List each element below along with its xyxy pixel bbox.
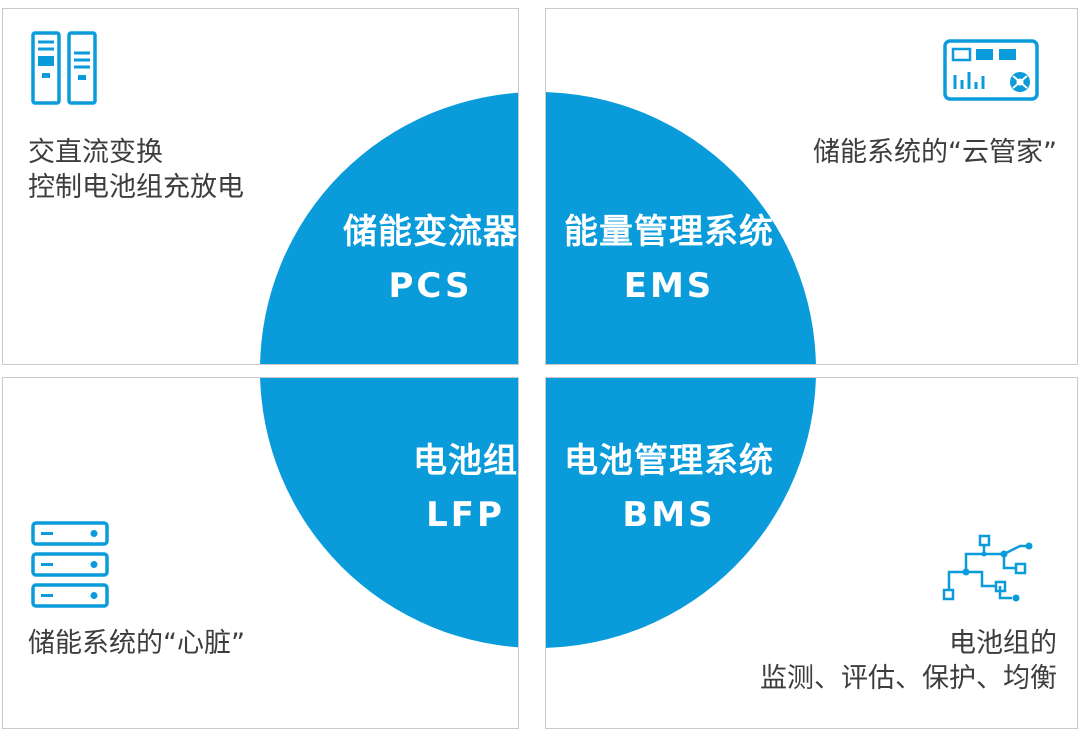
pcs-abbr: PCS [388, 266, 473, 306]
ems-description-line: 储能系统的“云管家” [813, 137, 1057, 168]
ems-description: 储能系统的“云管家” [813, 135, 1057, 170]
lfp-abbr: LFP [426, 495, 505, 535]
lfp-description: 储能系统的“心脏” [28, 626, 245, 661]
bms-abbr: BMS [622, 495, 716, 535]
ems-title: 能量管理系统 [564, 212, 774, 252]
battery-rack-icon [31, 521, 109, 608]
lfp-circle-label: 电池组 LFP [413, 436, 518, 544]
pcs-description: 交直流变换 控制电池组充放电 [28, 135, 244, 205]
ems-abbr: EMS [623, 266, 715, 306]
server-cabinets-icon [31, 31, 97, 105]
ems-circle-label: 能量管理系统 EMS [564, 207, 774, 315]
quadrant-pcs: 交直流变换 控制电池组充放电 储能变流器 PCS [2, 8, 519, 365]
quadrant-lfp: 储能系统的“心脏” 电池组 LFP [2, 377, 519, 729]
quadrant-bms: 电池组的 监测、评估、保护、均衡 电池管理系统 BMS [545, 377, 1078, 729]
bms-description-line: 电池组的 [949, 628, 1057, 659]
bms-title: 电池管理系统 [564, 441, 774, 481]
quadrant-ems: 储能系统的“云管家” 能量管理系统 EMS [545, 8, 1078, 365]
lfp-title: 电池组 [413, 441, 518, 481]
circuit-network-icon [942, 534, 1033, 602]
bms-description-line: 监测、评估、保护、均衡 [760, 663, 1057, 694]
pcs-description-line: 交直流变换 [28, 137, 163, 168]
pcs-title: 储能变流器 [343, 212, 518, 252]
lfp-description-line: 储能系统的“心脏” [28, 628, 245, 659]
bms-description: 电池组的 监测、评估、保护、均衡 [760, 626, 1057, 696]
pcs-circle-label: 储能变流器 PCS [343, 207, 518, 315]
dashboard-monitor-icon [943, 39, 1039, 101]
pcs-description-line: 控制电池组充放电 [28, 172, 244, 203]
bms-circle-label: 电池管理系统 BMS [564, 436, 774, 544]
